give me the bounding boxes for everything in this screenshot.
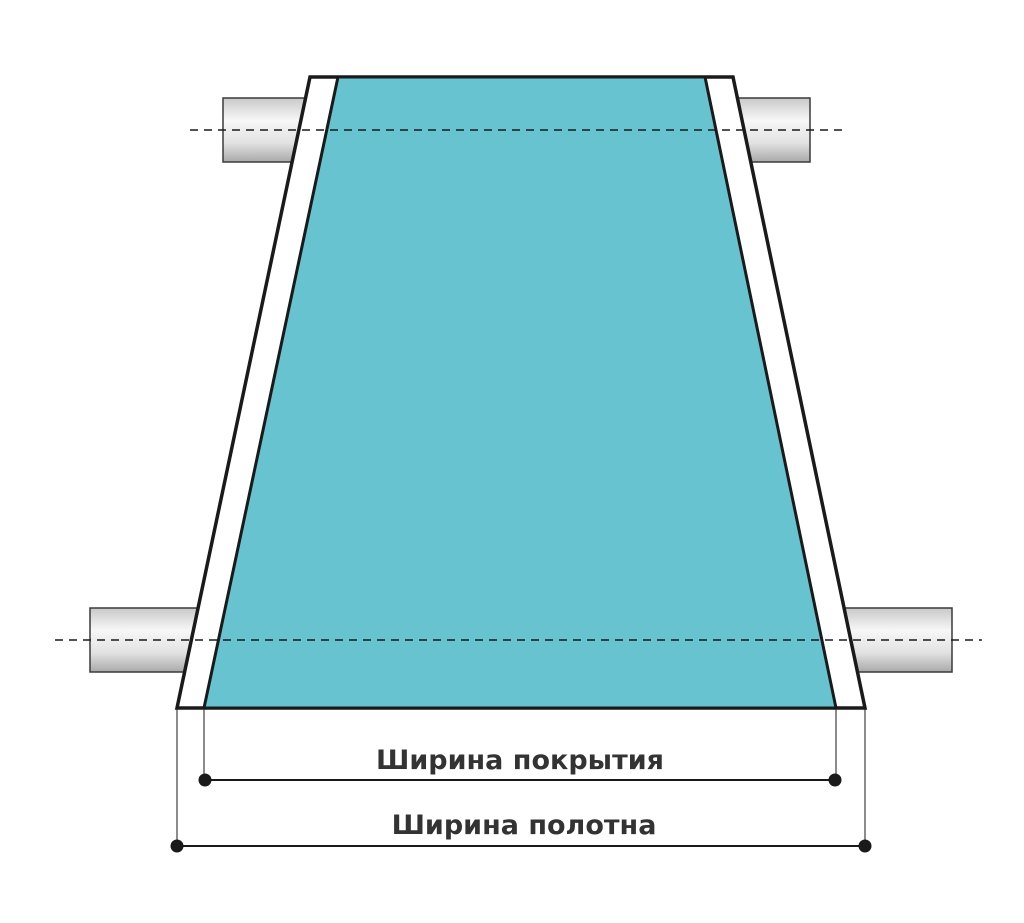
web-width-right-dot xyxy=(858,839,872,853)
coating-width-left-dot xyxy=(198,773,212,787)
web-width-label: Ширина полотна xyxy=(392,810,657,841)
coating-width-label: Ширина покрытия xyxy=(376,745,664,776)
coating-width-right-dot xyxy=(828,773,842,787)
web-width-left-dot xyxy=(170,839,184,853)
